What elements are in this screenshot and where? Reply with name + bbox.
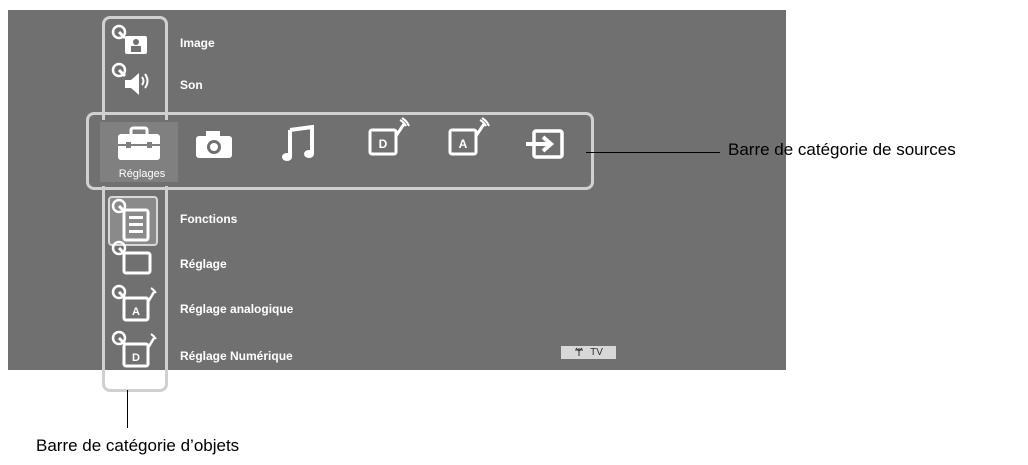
svg-text:D: D [379, 137, 388, 151]
input-icon[interactable] [524, 128, 566, 160]
analog-setup-icon[interactable]: A [110, 284, 158, 324]
functions-settings-icon[interactable] [110, 198, 154, 244]
toolbox-icon[interactable] [116, 126, 162, 162]
callout-line-item [127, 390, 128, 428]
picture-settings-icon[interactable] [110, 24, 154, 60]
menu-item-label[interactable]: Son [180, 78, 203, 92]
source-selected-label: Réglages [118, 168, 166, 180]
selected-item-highlight [108, 196, 158, 246]
menu-item-label[interactable]: Réglage [180, 257, 227, 271]
digital-tv-icon[interactable]: D [366, 116, 410, 160]
svg-text:A: A [132, 306, 140, 318]
camera-icon[interactable] [194, 128, 234, 160]
input-status-badge: TV [561, 346, 616, 359]
antenna-icon [575, 347, 584, 356]
menu-item-label[interactable]: Image [180, 36, 215, 50]
digital-setup-icon[interactable]: D [110, 330, 158, 370]
setup-icon[interactable] [110, 240, 154, 276]
menu-item-label[interactable]: Réglage analogique [180, 302, 294, 316]
sound-settings-icon[interactable] [110, 62, 154, 98]
svg-text:D: D [132, 352, 140, 364]
menu-item-label[interactable]: Réglage Numérique [180, 349, 293, 363]
menu-item-label[interactable]: Fonctions [180, 212, 238, 226]
source-category-bar [86, 112, 594, 190]
badge-text: TV [590, 347, 603, 358]
tv-menu-screen: Image Son Réglages D A [8, 10, 786, 392]
item-category-bar-top [102, 16, 168, 120]
svg-text:A: A [459, 137, 468, 151]
callout-source-bar: Barre de catégorie de sources [728, 140, 956, 159]
music-note-icon[interactable] [282, 124, 318, 162]
analog-tv-icon[interactable]: A [446, 116, 490, 160]
callout-item-bar: Barre de catégorie d’objets [36, 436, 240, 455]
callout-line-source [586, 152, 720, 153]
item-category-bar-bottom [102, 186, 168, 392]
